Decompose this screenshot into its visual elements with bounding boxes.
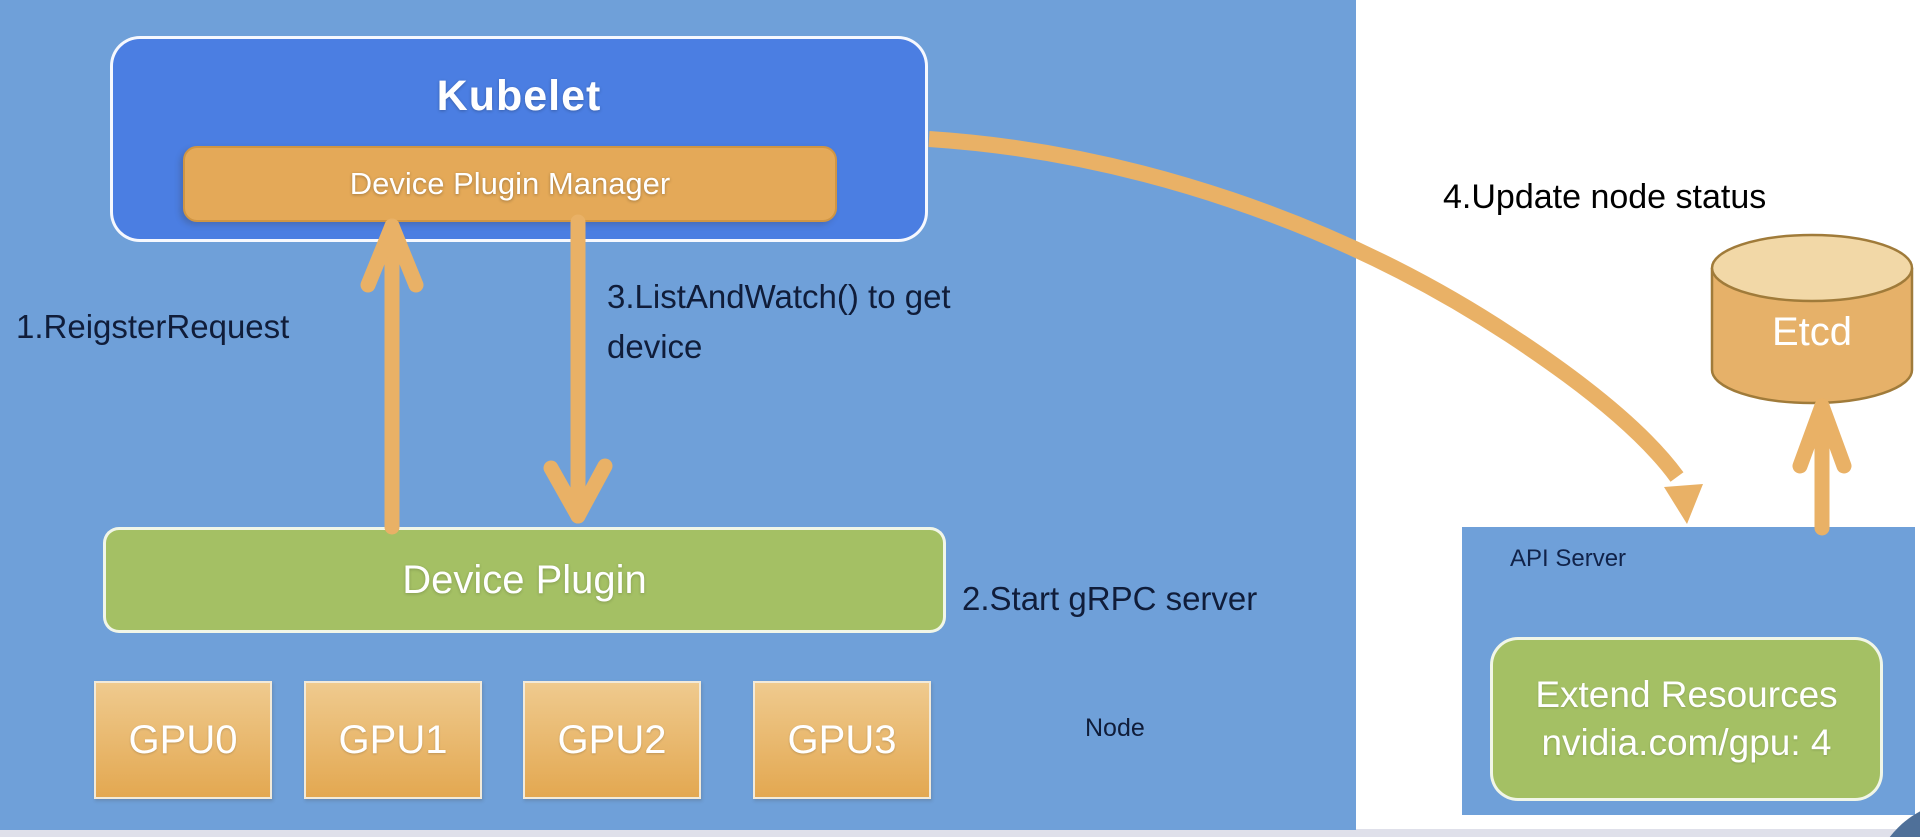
kubelet-title: Kubelet	[436, 72, 602, 120]
step2-start-grpc-label: 2.Start gRPC server	[962, 580, 1258, 617]
step3-list-and-watch-label: 3.ListAndWatch() to get device	[607, 278, 951, 365]
device-plugin-label: Device Plugin	[402, 557, 647, 602]
extend-resources-box: Extend Resources nvidia.com/gpu: 4	[1490, 637, 1883, 801]
gpu0-box: GPU0	[94, 681, 272, 799]
api-server-to-etcd-arrow	[1792, 398, 1852, 536]
node-label: Node	[1085, 714, 1145, 742]
etcd-label: Etcd	[1771, 310, 1853, 354]
gpu3-box: GPU3	[753, 681, 931, 799]
extend-resources-label: Extend Resources nvidia.com/gpu: 4	[1535, 674, 1838, 763]
gpu2-box: GPU2	[523, 681, 701, 799]
api-server-label: API Server	[1510, 545, 1627, 572]
step4-update-node-status-label: 4.Update node status	[1443, 178, 1767, 216]
gpu1-label: GPU1	[338, 717, 448, 762]
device-plugin-manager-box: Device Plugin Manager	[183, 146, 837, 222]
gpu2-label: GPU2	[557, 717, 667, 762]
gpu0-label: GPU0	[128, 717, 238, 762]
device-plugin-box: Device Plugin	[103, 527, 946, 633]
gpu3-label: GPU3	[787, 717, 897, 762]
gpu1-box: GPU1	[304, 681, 482, 799]
device-plugin-manager-label: Device Plugin Manager	[349, 166, 671, 201]
bottom-strip	[0, 829, 1920, 837]
step1-register-request-label: 1.ReigsterRequest	[16, 308, 290, 345]
